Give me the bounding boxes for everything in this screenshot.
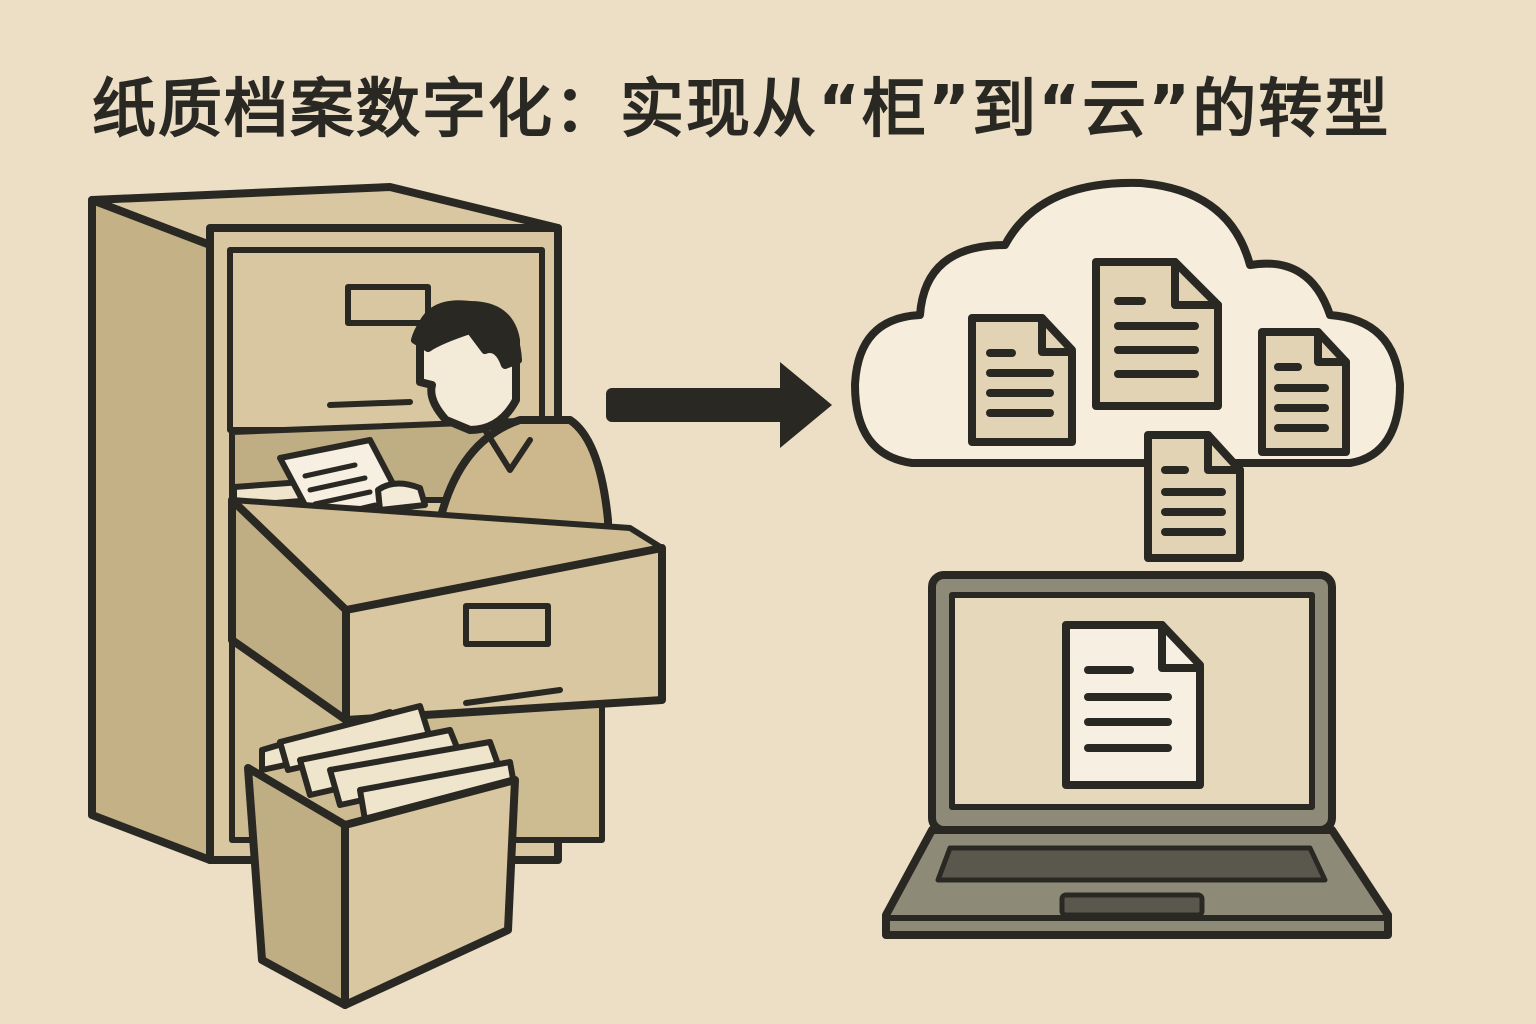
- falling-document-icon: [1144, 431, 1244, 562]
- arrow-right-icon: [606, 362, 832, 448]
- cloud-document-icon-1: [968, 314, 1076, 446]
- laptop-document-icon: [1062, 621, 1204, 789]
- cloud-document-icon-2: [1092, 258, 1222, 410]
- page-title: 纸质档案数字化：实现从“柜”到“云”的转型: [92, 73, 1391, 147]
- file-box-icon: [244, 703, 519, 1009]
- cloud-document-icon-3: [1258, 328, 1350, 456]
- open-drawer-icon: [228, 496, 666, 724]
